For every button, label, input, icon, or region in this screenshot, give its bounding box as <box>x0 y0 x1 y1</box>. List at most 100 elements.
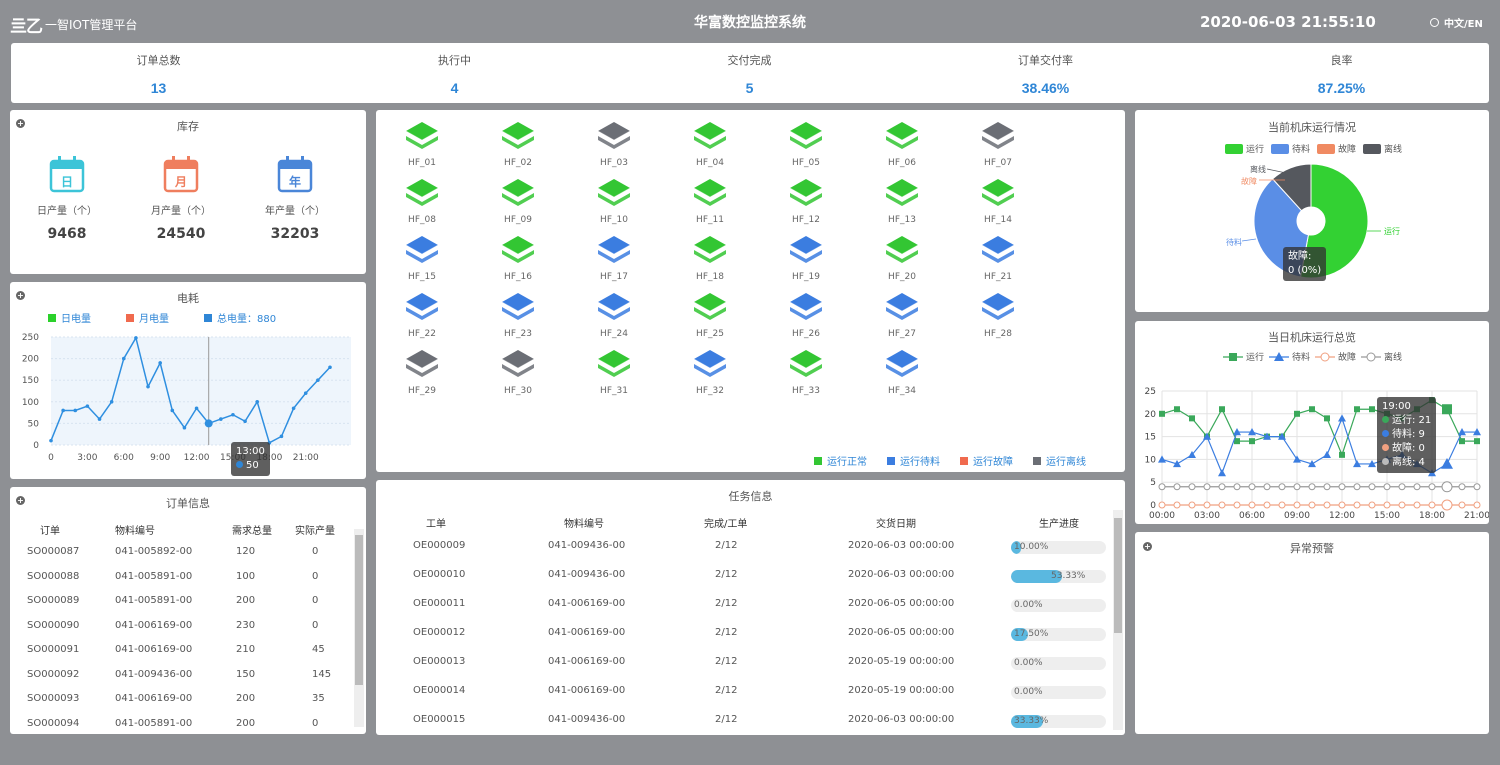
machine-item[interactable]: HF_24 <box>584 291 644 339</box>
data-point[interactable] <box>279 434 284 439</box>
data-point[interactable] <box>1234 438 1240 445</box>
data-point[interactable] <box>121 356 126 361</box>
data-point[interactable] <box>1174 406 1180 413</box>
data-point[interactable] <box>1338 483 1346 491</box>
machine-item[interactable]: HF_12 <box>776 177 836 225</box>
machine-item[interactable]: HF_33 <box>776 348 836 396</box>
data-point[interactable] <box>1173 501 1181 509</box>
data-point[interactable] <box>1233 483 1241 491</box>
data-point[interactable] <box>1323 483 1331 491</box>
data-point[interactable] <box>219 417 223 421</box>
data-point[interactable] <box>1338 414 1346 422</box>
machine-item[interactable]: HF_30 <box>488 348 548 396</box>
data-point[interactable] <box>1458 501 1466 509</box>
data-point[interactable] <box>1339 451 1345 458</box>
expand-icon[interactable]: + <box>16 119 25 128</box>
legend-item[interactable]: 运行 <box>1223 350 1264 363</box>
data-point[interactable] <box>85 404 90 408</box>
data-point[interactable] <box>1293 501 1301 509</box>
machine-item[interactable]: HF_18 <box>680 234 740 282</box>
legend-item[interactable]: 日电量 <box>48 310 91 325</box>
data-point[interactable] <box>1218 483 1226 491</box>
data-point[interactable] <box>1459 438 1465 445</box>
machine-item[interactable]: HF_31 <box>584 348 644 396</box>
data-point[interactable] <box>1368 483 1376 491</box>
legend-item[interactable]: 故障 <box>1317 142 1356 155</box>
machine-item[interactable]: HF_34 <box>872 348 932 396</box>
data-point[interactable] <box>1353 501 1361 509</box>
data-point[interactable] <box>1173 459 1181 468</box>
data-point[interactable] <box>1473 428 1481 436</box>
expand-icon[interactable]: + <box>1143 542 1152 551</box>
data-point[interactable] <box>1233 428 1241 436</box>
data-point[interactable] <box>303 391 308 395</box>
legend-item[interactable]: 运行 <box>1225 142 1264 155</box>
data-point[interactable] <box>1441 457 1453 469</box>
data-point[interactable] <box>1309 406 1315 413</box>
machine-item[interactable]: HF_27 <box>872 291 932 339</box>
legend-item[interactable]: 运行正常 <box>814 453 867 468</box>
machine-item[interactable]: HF_15 <box>392 234 452 282</box>
data-point[interactable] <box>97 417 102 421</box>
legend-item[interactable]: 故障 <box>1315 350 1356 363</box>
data-point[interactable] <box>1278 501 1286 509</box>
data-point[interactable] <box>170 408 175 413</box>
data-point[interactable] <box>1173 483 1181 491</box>
task-scrollbar[interactable] <box>1113 510 1123 730</box>
legend-item[interactable]: 离线 <box>1361 350 1402 363</box>
machine-item[interactable]: HF_25 <box>680 291 740 339</box>
data-point[interactable] <box>1458 483 1466 491</box>
data-point[interactable] <box>1189 415 1195 422</box>
data-point[interactable] <box>1263 432 1271 440</box>
machine-item[interactable]: HF_21 <box>968 234 1028 282</box>
data-point[interactable] <box>158 361 162 365</box>
data-point[interactable] <box>1353 459 1361 468</box>
legend-item[interactable]: 运行待料 <box>887 453 940 468</box>
data-point[interactable] <box>1249 438 1255 445</box>
machine-item[interactable]: HF_19 <box>776 234 836 282</box>
data-point[interactable] <box>1158 483 1166 491</box>
machine-item[interactable]: HF_26 <box>776 291 836 339</box>
data-point[interactable] <box>255 400 260 404</box>
data-point[interactable] <box>1159 410 1165 417</box>
data-point[interactable] <box>1188 501 1196 509</box>
data-point[interactable] <box>1203 432 1211 440</box>
machine-item[interactable]: HF_14 <box>968 177 1028 225</box>
data-point[interactable] <box>1323 450 1331 459</box>
machine-item[interactable]: HF_03 <box>584 120 644 168</box>
data-point[interactable] <box>1263 501 1271 509</box>
data-point[interactable] <box>1308 483 1316 491</box>
machine-item[interactable]: HF_10 <box>584 177 644 225</box>
data-point[interactable] <box>1308 501 1316 509</box>
machine-item[interactable]: HF_13 <box>872 177 932 225</box>
machine-item[interactable]: HF_20 <box>872 234 932 282</box>
data-point[interactable] <box>1354 406 1360 413</box>
data-point[interactable] <box>1248 483 1256 491</box>
data-point[interactable] <box>146 384 150 389</box>
data-point[interactable] <box>1233 501 1241 509</box>
machine-item[interactable]: HF_08 <box>392 177 452 225</box>
machine-item[interactable]: HF_17 <box>584 234 644 282</box>
machine-item[interactable]: HF_28 <box>968 291 1028 339</box>
legend-item[interactable]: 运行离线 <box>1033 453 1086 468</box>
legend-item[interactable]: 总电量：880 <box>204 310 276 325</box>
legend-item[interactable]: 待料 <box>1271 142 1310 155</box>
data-point[interactable] <box>1294 410 1300 417</box>
machine-item[interactable]: HF_32 <box>680 348 740 396</box>
data-point[interactable] <box>182 425 187 430</box>
data-point[interactable] <box>1383 501 1391 509</box>
data-point[interactable] <box>1383 483 1391 491</box>
data-point[interactable] <box>73 408 78 413</box>
machine-item[interactable]: HF_16 <box>488 234 548 282</box>
data-point[interactable] <box>231 412 235 417</box>
